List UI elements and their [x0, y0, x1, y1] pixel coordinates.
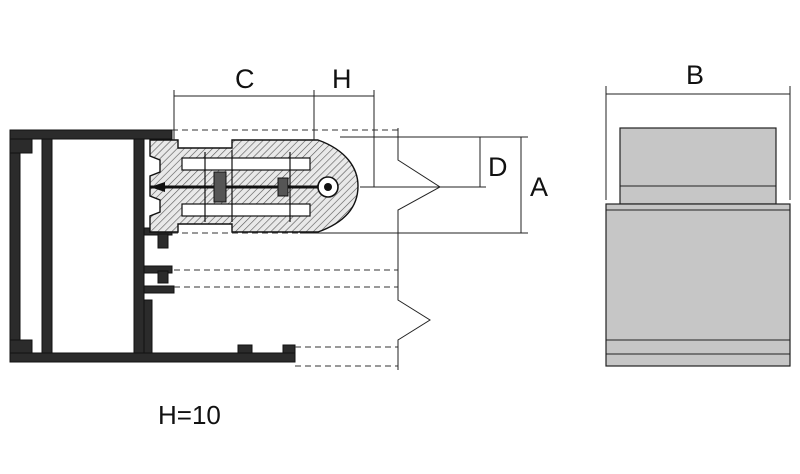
dimension-label-h: H: [332, 64, 352, 94]
dashed-guides: [172, 129, 398, 367]
caption-text: H=10: [158, 400, 221, 430]
dimension-label-d: D: [488, 152, 508, 182]
frame-profile: [9, 129, 296, 363]
dimension-label-c: C: [235, 64, 255, 94]
dimension-label-b: B: [686, 60, 704, 90]
dimension-label-a: A: [530, 172, 548, 202]
dimension-b: [605, 86, 791, 200]
break-line: [397, 128, 441, 370]
hatched-insert: [149, 139, 359, 233]
insert-front-view: [605, 127, 791, 367]
dimension-lines: [173, 90, 528, 234]
